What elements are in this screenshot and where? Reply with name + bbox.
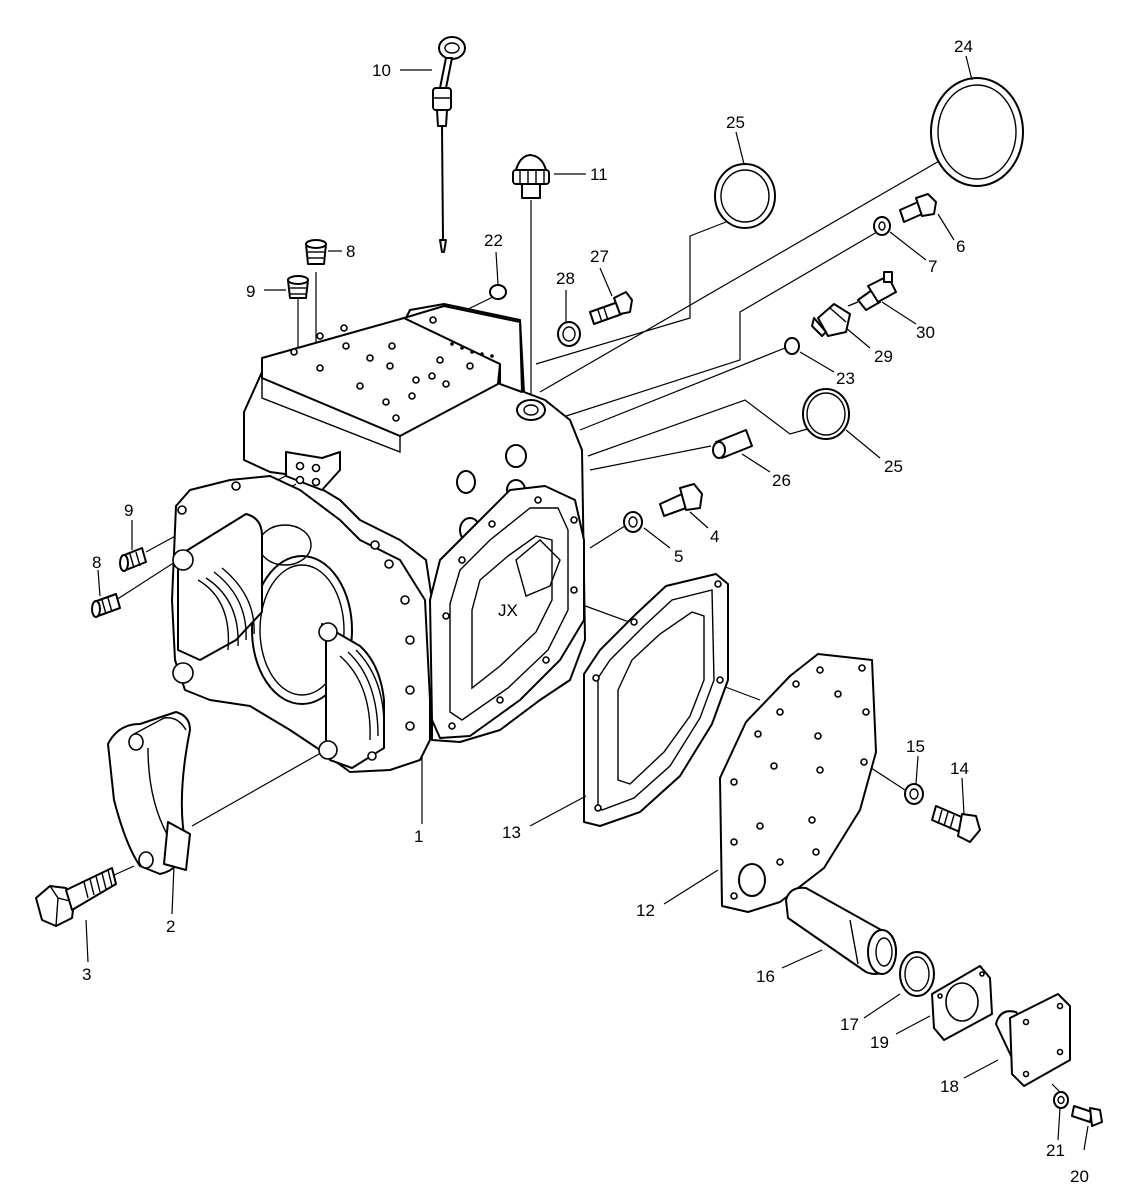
dipstick[interactable] [432, 36, 466, 253]
callout-18[interactable]: 18 [940, 1077, 959, 1096]
o-ring-22[interactable] [489, 284, 507, 300]
callout-21[interactable]: 21 [1046, 1141, 1065, 1160]
callout-28[interactable]: 28 [556, 269, 575, 288]
gasket-19[interactable] [931, 965, 993, 1041]
bolt-6[interactable] [899, 193, 937, 223]
bolt-20[interactable] [1071, 1105, 1103, 1127]
washer-7[interactable] [873, 216, 891, 236]
callout-2[interactable]: 2 [166, 917, 175, 936]
washer-5[interactable] [623, 511, 643, 533]
housing-casting-mark: JX [498, 601, 518, 620]
o-ring-23[interactable] [784, 337, 800, 355]
sleeve-16[interactable] [785, 886, 897, 975]
cover-plate-12[interactable] [719, 653, 877, 913]
washer-21[interactable] [1053, 1091, 1069, 1109]
callout-numbers: 10 11 8 9 22 28 27 25 24 6 7 30 29 23 25… [82, 37, 1089, 1186]
callout-8-top[interactable]: 8 [346, 242, 355, 261]
bolt-27[interactable] [589, 291, 633, 325]
callout-9-side[interactable]: 9 [124, 501, 133, 520]
callout-7[interactable]: 7 [928, 257, 937, 276]
seal-28[interactable] [557, 321, 581, 347]
bearing-half-bracket[interactable] [107, 711, 191, 875]
callout-8-side[interactable]: 8 [92, 553, 101, 572]
callout-20[interactable]: 20 [1070, 1167, 1089, 1186]
callout-1[interactable]: 1 [414, 827, 423, 846]
gasket-24[interactable] [930, 77, 1024, 187]
callout-24[interactable]: 24 [954, 37, 973, 56]
plug-top-8[interactable] [305, 239, 327, 265]
sender-30[interactable] [847, 271, 897, 311]
callout-leaders [85, 55, 1089, 1151]
callout-22[interactable]: 22 [484, 231, 503, 250]
plug-side-9[interactable] [119, 547, 147, 572]
bracket-bolt[interactable] [35, 867, 117, 927]
callout-30[interactable]: 30 [916, 323, 935, 342]
callout-3[interactable]: 3 [82, 965, 91, 984]
callout-19[interactable]: 19 [870, 1033, 889, 1052]
o-ring-17[interactable] [899, 951, 935, 997]
plug-top-9[interactable] [287, 275, 309, 299]
adapter-29[interactable] [811, 303, 851, 337]
callout-11[interactable]: 11 [590, 165, 608, 184]
bolt-4[interactable] [659, 483, 703, 517]
callout-23[interactable]: 23 [836, 369, 855, 388]
callout-15[interactable]: 15 [906, 737, 925, 756]
plug-side-8[interactable] [91, 593, 121, 618]
flange-18[interactable] [995, 993, 1071, 1087]
callout-14[interactable]: 14 [950, 759, 969, 778]
callout-16[interactable]: 16 [756, 967, 775, 986]
callout-29[interactable]: 29 [874, 347, 893, 366]
washer-15[interactable] [904, 783, 924, 805]
callout-25-top[interactable]: 25 [726, 113, 745, 132]
callout-25-middle[interactable]: 25 [884, 457, 903, 476]
callout-5[interactable]: 5 [674, 547, 683, 566]
callout-13[interactable]: 13 [502, 823, 521, 842]
transmission-housing[interactable]: JX [171, 303, 586, 773]
callout-26[interactable]: 26 [772, 471, 791, 490]
gasket-13[interactable] [583, 573, 729, 827]
breather-plug[interactable] [512, 154, 550, 199]
callout-4[interactable]: 4 [710, 527, 719, 546]
callout-10[interactable]: 10 [372, 61, 391, 80]
callout-12[interactable]: 12 [636, 901, 655, 920]
callout-17[interactable]: 17 [840, 1015, 859, 1034]
o-ring-25-middle[interactable] [802, 388, 850, 440]
callout-6[interactable]: 6 [956, 237, 965, 256]
o-ring-25-top[interactable] [714, 163, 776, 229]
dowel-pin-26[interactable] [712, 429, 753, 459]
callout-9-top[interactable]: 9 [246, 282, 255, 301]
callout-27[interactable]: 27 [590, 247, 609, 266]
bolt-14[interactable] [931, 805, 981, 843]
